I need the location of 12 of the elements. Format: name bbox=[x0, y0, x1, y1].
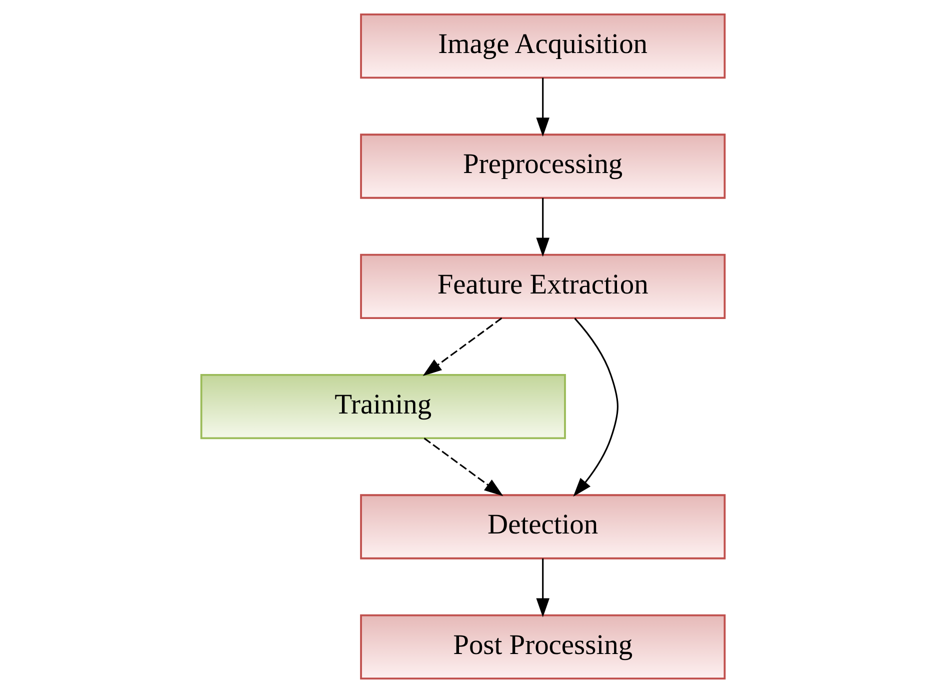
node-box: Training bbox=[200, 374, 566, 440]
node-box: Preprocessing bbox=[360, 134, 726, 199]
arrow bbox=[536, 198, 550, 257]
node-box: Detection bbox=[360, 494, 726, 560]
arrow bbox=[536, 558, 550, 618]
node-box: Post Processing bbox=[360, 614, 726, 680]
node-box: Feature Extraction bbox=[360, 254, 726, 319]
arrow bbox=[424, 438, 504, 496]
node-box: Image Acquisition bbox=[360, 14, 726, 79]
arrow bbox=[573, 318, 618, 497]
arrow bbox=[422, 318, 502, 376]
arrow bbox=[536, 78, 550, 137]
